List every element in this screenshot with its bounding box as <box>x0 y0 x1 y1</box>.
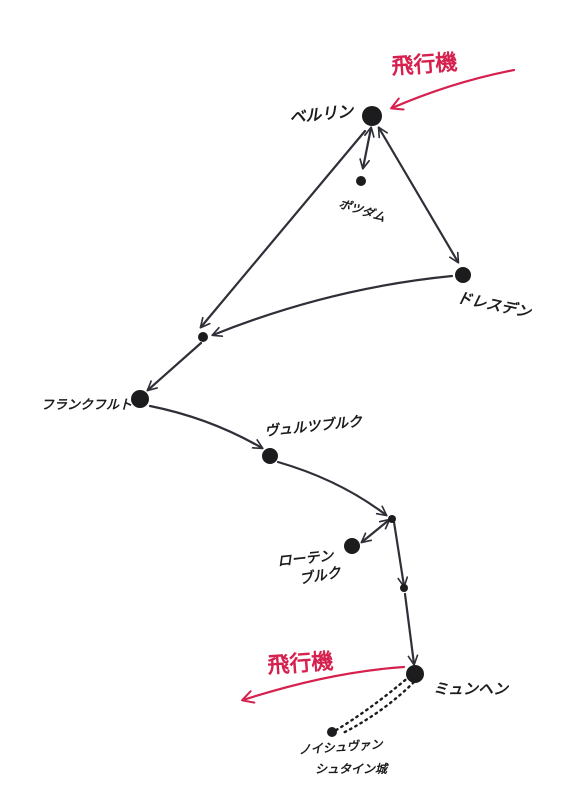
edge-berlin-waypoint <box>199 129 367 329</box>
edge-munich-neuschwanstein-a <box>331 674 412 734</box>
flight-arrow-south-line <box>241 665 406 704</box>
node-munich <box>406 665 424 683</box>
edge-rothenburg-junction <box>360 518 391 544</box>
node-berlin <box>362 106 382 126</box>
node-waypoint-north <box>198 332 208 342</box>
label-wurzburg: ヴュルツブルク <box>264 413 364 440</box>
flight-arrow-south <box>241 665 406 704</box>
label-rothenburg-line1: ローテン <box>277 548 335 570</box>
node-wurzburg <box>262 448 278 464</box>
label-frankfurt: フランクフルト <box>41 398 132 413</box>
edge-frankfurt-wurzburg <box>148 404 264 450</box>
node-junction <box>388 515 396 523</box>
label-dresden: ドレスデン <box>455 288 534 322</box>
edge-berlin-dresden <box>377 126 460 264</box>
label-berlin: ベルリン <box>288 101 356 127</box>
route-labels: ベルリン ポツダム ドレスデン フランクフルト ヴュルツブルク ローテン ブルク… <box>41 49 534 776</box>
node-rothenburg <box>344 538 360 554</box>
node-potsdam <box>356 176 366 186</box>
label-munich: ミュンヘン <box>433 680 510 698</box>
edge-munich-neuschwanstein-b <box>339 676 420 736</box>
label-potsdam: ポツダム <box>337 197 387 225</box>
label-neuschwanstein-line2: シュタイン城 <box>315 762 389 776</box>
edge-waypoint-frankfurt <box>146 341 203 392</box>
label-neuschwanstein-line1: ノイシュヴァン <box>298 737 384 757</box>
flight-arrow-north <box>390 68 516 111</box>
node-waypoint-south <box>400 584 408 592</box>
flight-arrow-north-line <box>390 68 516 111</box>
label-plane-south: 飛行機 <box>267 648 335 679</box>
route-nodes <box>131 106 471 737</box>
edge-wurzburg-junction <box>276 460 388 517</box>
edge-waypoint-munich <box>403 592 419 666</box>
edge-junction-waypoint <box>392 520 409 588</box>
edge-dresden-waypoint <box>211 274 454 338</box>
edge-berlin-potsdam <box>359 126 375 170</box>
route-edges <box>146 126 460 736</box>
node-neuschwanstein <box>327 727 337 737</box>
label-plane-north: 飛行機 <box>391 49 459 80</box>
label-rothenburg-line2: ブルク <box>298 564 343 588</box>
node-dresden <box>455 267 471 283</box>
node-frankfurt <box>131 390 149 408</box>
